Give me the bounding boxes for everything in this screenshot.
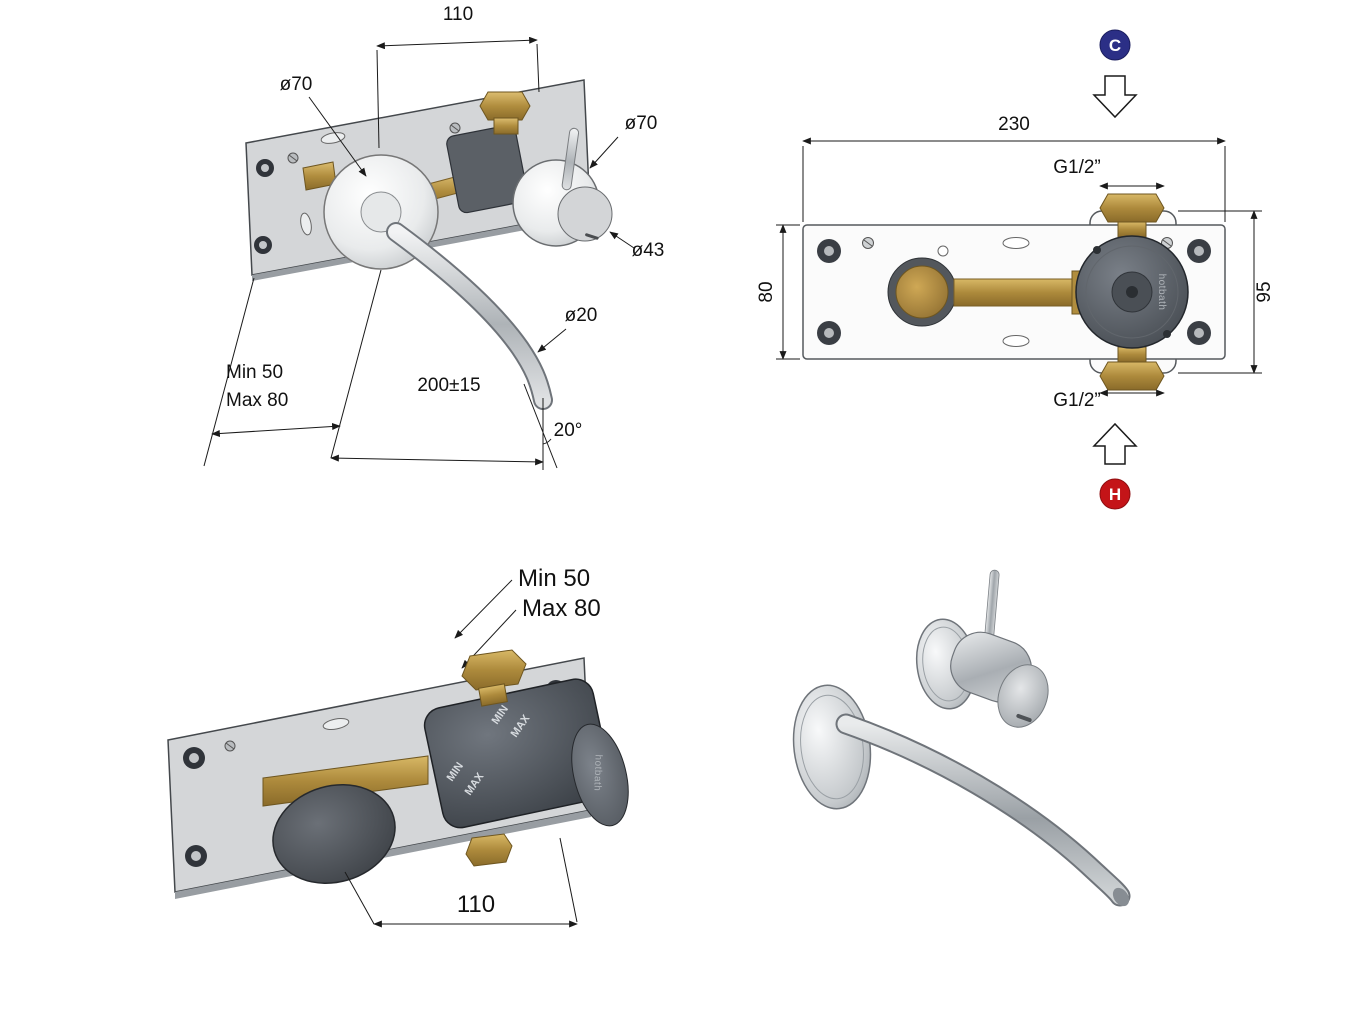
dim-spout-dia: ø20	[565, 305, 598, 326]
cold-badge	[1099, 29, 1131, 61]
dim-handle-rosette-dia: ø70	[625, 113, 658, 134]
plate-slot	[937, 245, 949, 257]
hot-badge-label: H	[1109, 485, 1121, 504]
spout-tip	[1112, 887, 1130, 907]
brand-label: hotbath	[1156, 274, 1167, 311]
dim-body-height: 95	[1254, 281, 1275, 302]
spout-rosette	[792, 684, 872, 810]
plate-slot	[1002, 237, 1030, 249]
dim-width: 230	[998, 114, 1030, 135]
cold-badge-label: C	[1109, 36, 1121, 55]
top-hex-fitting	[479, 91, 531, 121]
handle-cap-notch	[1016, 713, 1032, 723]
hot-badge	[1099, 478, 1131, 510]
front-dimensions: 230 G1/2” G1/2” 80 95	[756, 114, 1275, 411]
dim-top-width: 110	[443, 4, 473, 25]
cold-flow-arrow-icon	[1092, 75, 1138, 119]
dim-depth-max: Max 80	[522, 595, 601, 622]
brand-label: hotbath	[591, 754, 603, 791]
spout	[835, 713, 1131, 907]
dim-depth-min: Min 50	[518, 565, 590, 592]
handle-body	[557, 186, 613, 242]
depth-callout: Min 50 Max 80	[454, 565, 601, 669]
plate-slot	[322, 718, 350, 730]
rear-dimensions: 110	[344, 837, 578, 928]
valve-and-trim	[302, 91, 613, 410]
dim-rosette-dia: ø70	[280, 74, 313, 95]
brass-pipe	[262, 755, 429, 807]
cold-supply: C	[1092, 29, 1138, 119]
front-dimension-view: C hotbath 230 G1/2”	[700, 0, 1354, 520]
iso-roughin-view: Min 50 Max 80 hotbath MIN MAX MIN MAX	[0, 520, 700, 1010]
dim-thread-top: G1/2”	[1053, 157, 1101, 178]
product-render-view	[700, 520, 1354, 1010]
iso-installed-view: 110 ø70 ø70 ø43 ø20 Min 50 Max 80 200±15…	[0, 0, 700, 520]
dim-spout-angle: 20°	[554, 420, 583, 441]
dim-spout-length: 200±15	[417, 375, 480, 396]
handle-cap	[997, 664, 1049, 728]
dim-thread-bottom: G1/2”	[1053, 390, 1101, 411]
plate-slot	[320, 132, 346, 144]
valve-front: hotbath	[887, 193, 1189, 391]
top-hex-fitting	[461, 649, 527, 691]
plate-slot	[300, 212, 312, 236]
hot-flow-arrow-icon	[1092, 422, 1138, 465]
dim-hole-distance: 110	[457, 891, 495, 918]
valve-body	[446, 124, 529, 214]
dim-plate-height: 80	[756, 281, 777, 302]
iso-dimensions: 110 ø70 ø70 ø43 ø20 Min 50 Max 80 200±15…	[203, 4, 665, 470]
faucet-handle-assembly	[915, 569, 1049, 728]
hot-supply: H	[1092, 422, 1138, 510]
protection-cap	[272, 784, 396, 884]
spout-rosette-ring	[800, 694, 864, 800]
dim-depth-max: Max 80	[226, 390, 288, 411]
valve-cap	[571, 723, 629, 827]
dim-depth-min: Min 50	[226, 362, 283, 383]
valve-assembly: hotbath MIN MAX MIN MAX	[262, 649, 629, 884]
bottom-hex-fitting	[1099, 361, 1165, 391]
handle-lever	[561, 127, 580, 191]
faucet-spout-assembly	[792, 684, 1131, 907]
plate-slot	[1002, 335, 1030, 347]
bottom-hex-fitting	[465, 833, 513, 867]
dim-handle-dia: ø43	[632, 240, 665, 261]
top-hex-fitting	[1099, 193, 1165, 223]
brass-pipe	[953, 278, 1077, 307]
